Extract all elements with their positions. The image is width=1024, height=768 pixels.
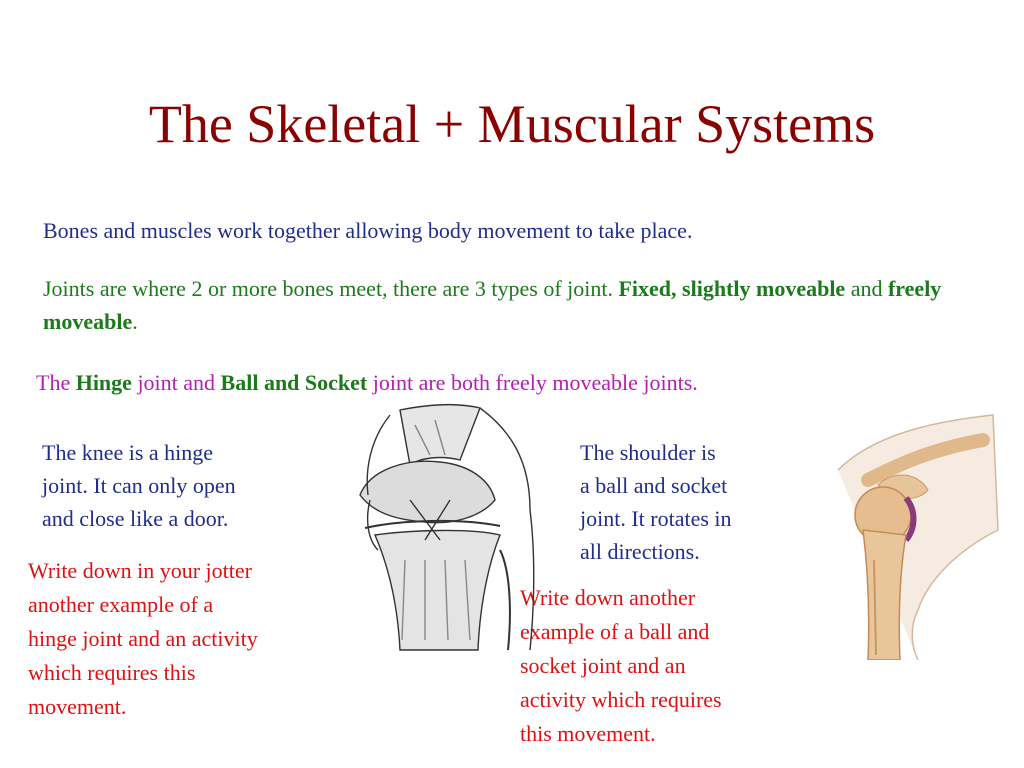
knee-task: Write down in your jotter another exampl… — [28, 554, 348, 724]
slide-title: The Skeletal + Muscular Systems — [148, 94, 876, 154]
knee-task-line: movement. — [28, 694, 127, 719]
fixed-slightly-moveable-text: Fixed, slightly moveable — [618, 276, 846, 301]
knee-task-line: which requires this — [28, 660, 196, 685]
shoulder-line: a ball and socket — [580, 473, 728, 498]
shoulder-task-line: example of a ball and — [520, 619, 710, 644]
shoulder-task-line: this movement. — [520, 721, 656, 746]
the-text: The — [36, 370, 76, 395]
knee-description: The knee is a hinge joint. It can only o… — [42, 436, 332, 535]
knee-line: and close like a door. — [42, 506, 229, 531]
ball-and-socket-text: Ball and Socket — [220, 370, 368, 395]
freely-moveable-paragraph: The Hinge joint and Ball and Socket join… — [36, 366, 1016, 399]
shoulder-joint-illustration — [837, 414, 999, 660]
joints-paragraph: Joints are where 2 or more bones meet, t… — [43, 272, 1003, 338]
shoulder-line: joint. It rotates in — [580, 506, 732, 531]
knee-task-line: another example of a — [28, 592, 214, 617]
shoulder-task-line: activity which requires — [520, 687, 722, 712]
and-text: and — [845, 276, 888, 301]
both-freely-text: joint are both freely moveable joints. — [367, 370, 698, 395]
period-text: . — [132, 309, 138, 334]
hinge-text: Hinge — [75, 370, 132, 395]
knee-joint-illustration — [359, 403, 535, 651]
joint-and-text: joint and — [131, 370, 221, 395]
knee-task-line: hinge joint and an activity — [28, 626, 258, 651]
joints-text: Joints are where 2 or more bones meet, t… — [43, 276, 619, 301]
knee-line: The knee is a hinge — [42, 440, 214, 465]
intro-paragraph: Bones and muscles work together allowing… — [43, 218, 693, 243]
shoulder-task-line: Write down another — [520, 585, 696, 610]
knee-line: joint. It can only open — [42, 473, 236, 498]
shoulder-task-line: socket joint and an — [520, 653, 686, 678]
shoulder-description: The shoulder is a ball and socket joint.… — [580, 436, 810, 568]
shoulder-line: all directions. — [580, 539, 700, 564]
knee-task-line: Write down in your jotter — [28, 558, 252, 583]
freely-moveable-text: freely moveable — [43, 276, 942, 334]
shoulder-task: Write down another example of a ball and… — [520, 581, 810, 751]
shoulder-line: The shoulder is — [580, 440, 716, 465]
